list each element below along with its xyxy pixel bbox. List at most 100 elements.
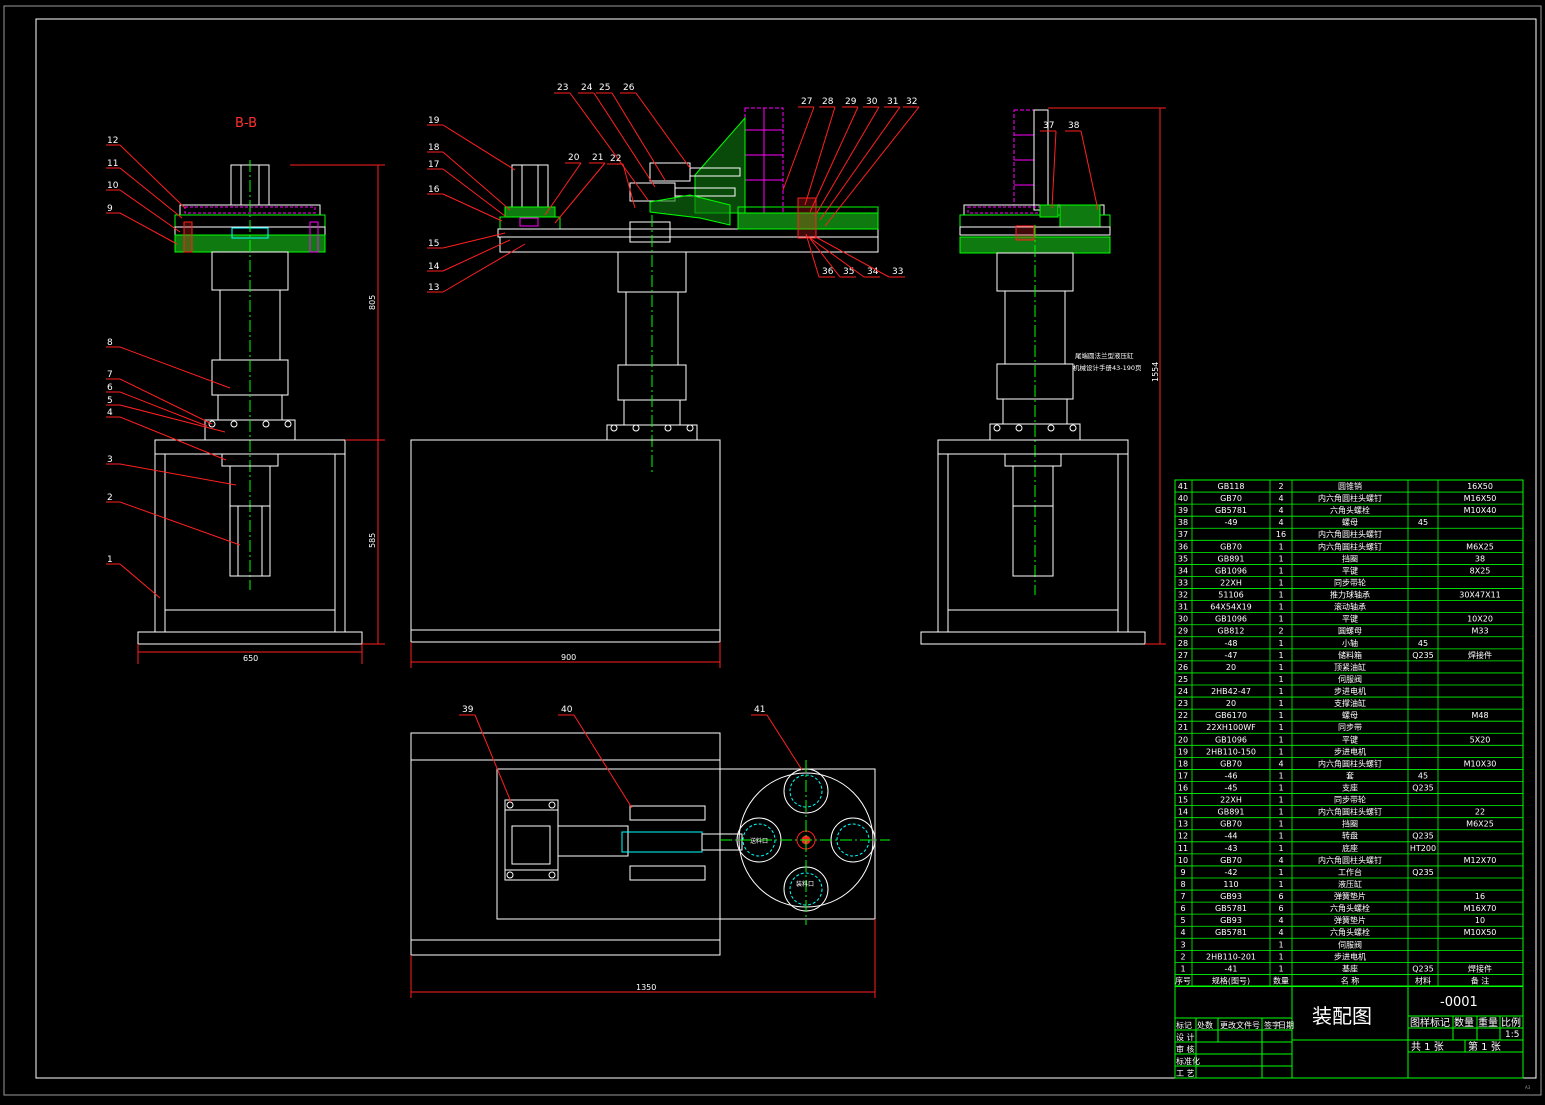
- bom-cell: 25: [1178, 675, 1188, 684]
- bom-cell: 1: [1278, 591, 1283, 600]
- bom-cell: 37: [1178, 530, 1188, 539]
- bom-cell: GB1096: [1215, 615, 1247, 624]
- sign-row-label: 审 核: [1176, 1044, 1195, 1054]
- bom-cell: 1: [1278, 554, 1283, 563]
- bom-cell: 2HB110-150: [1206, 747, 1256, 756]
- callout-8: 8: [107, 338, 113, 348]
- bom-cell: 1: [1278, 615, 1283, 624]
- bom-cell: M6X25: [1466, 820, 1494, 829]
- bom-cell: 1: [1278, 542, 1283, 551]
- bom-cell: 内六角圆柱头螺钉: [1318, 541, 1382, 551]
- bom-cell: 支撑油缸: [1334, 698, 1366, 708]
- callout-26: 26: [623, 83, 635, 93]
- bom-cell: 34: [1178, 566, 1188, 575]
- sign-row-label: 工 艺: [1176, 1069, 1195, 1078]
- callout-20: 20: [568, 153, 580, 163]
- callout-17: 17: [428, 160, 439, 170]
- bom-header-cell: 数量: [1273, 975, 1289, 985]
- bom-cell: 螺母: [1342, 517, 1358, 527]
- callout-18: 18: [428, 143, 440, 153]
- bom-cell: 1: [1278, 603, 1283, 612]
- callout-41: 41: [754, 705, 765, 715]
- bom-cell: GB70: [1220, 856, 1242, 865]
- title-block: [1174, 985, 1524, 1079]
- bom-cell: 19: [1178, 747, 1188, 756]
- bom-cell: 64X54X19: [1210, 603, 1252, 612]
- bom-cell: M10X30: [1464, 759, 1497, 768]
- bom-cell: 24: [1178, 687, 1188, 696]
- bom-cell: Q235: [1412, 784, 1434, 793]
- bom-cell: 1: [1278, 566, 1283, 575]
- bom-cell: GB6170: [1215, 711, 1247, 720]
- bom-cell: GB812: [1218, 627, 1245, 636]
- plan-label-load: 装料口: [796, 880, 814, 888]
- bom-cell: 小轴: [1342, 638, 1358, 648]
- callout-11: 11: [107, 159, 118, 169]
- bom-cell: 2HB42-47: [1211, 687, 1251, 696]
- bom-cell: 1: [1278, 675, 1283, 684]
- bom-cell: 2: [1180, 952, 1185, 961]
- bom-cell: 11: [1178, 844, 1188, 853]
- callout-30: 30: [866, 97, 878, 107]
- callout-25: 25: [599, 83, 610, 93]
- bom-cell: 20: [1178, 735, 1188, 744]
- bom-cell: 平键: [1342, 565, 1358, 575]
- bom-cell: 30X47X11: [1459, 591, 1501, 600]
- note-line-2: 机械设计手册43-190页: [1073, 363, 1142, 372]
- bom-cell: 45: [1418, 639, 1428, 648]
- bom-cell: 1: [1278, 711, 1283, 720]
- callout-28: 28: [822, 97, 834, 107]
- callout-3: 3: [107, 455, 113, 465]
- header-quantity: 数量: [1454, 1016, 1474, 1029]
- bom-cell: 12: [1178, 832, 1188, 841]
- bom-cell: 29: [1178, 627, 1188, 636]
- callout-27: 27: [801, 97, 812, 107]
- bom-cell: 推力球轴承: [1330, 590, 1370, 600]
- bom-cell: 45: [1418, 518, 1428, 527]
- bom-cell: M12X70: [1464, 856, 1497, 865]
- bom-cell: 4: [1278, 759, 1283, 768]
- bom-cell: GB5781: [1215, 904, 1247, 913]
- bom-cell: 焊接件: [1468, 963, 1492, 973]
- callout-16: 16: [428, 185, 440, 195]
- bom-cell: 38: [1475, 554, 1485, 563]
- bom-cell: 16X50: [1467, 482, 1493, 491]
- callout-22: 22: [610, 154, 621, 164]
- dim-left-upper: 805: [368, 295, 377, 310]
- bom-cell: GB70: [1220, 494, 1242, 503]
- bom-cell: 1: [1278, 844, 1283, 853]
- bom-cell: 8X25: [1470, 566, 1491, 575]
- bom-cell: 1: [1278, 784, 1283, 793]
- plan-label-feed: 送料口: [750, 837, 768, 845]
- bom-cell: 8: [1180, 880, 1185, 889]
- bom-cell: 15: [1178, 796, 1188, 805]
- bom-cell: 工作台: [1338, 867, 1362, 877]
- bom-cell: 1: [1278, 687, 1283, 696]
- bom-cell: GB5781: [1215, 506, 1247, 515]
- bom-cell: 1: [1278, 735, 1283, 744]
- bom-cell: 16: [1276, 530, 1286, 539]
- bom-cell: 35: [1178, 554, 1188, 563]
- bom-cell: 9: [1180, 868, 1185, 877]
- bom-cell: 步进电机: [1334, 686, 1366, 696]
- bom-cell: 4: [1278, 928, 1283, 937]
- bom-cell: 2: [1278, 482, 1283, 491]
- bom-cell: 1: [1278, 723, 1283, 732]
- bom-cell: 4: [1278, 506, 1283, 515]
- bom-cell: 10: [1178, 856, 1188, 865]
- front-view: [410, 107, 879, 668]
- bom-cell: 20: [1226, 699, 1236, 708]
- bom-cell: GB1096: [1215, 566, 1247, 575]
- bom-cell: M48: [1471, 711, 1488, 720]
- bom-cell: 六角头螺栓: [1330, 927, 1370, 937]
- bom-cell: 1: [1278, 771, 1283, 780]
- bom-cell: 4: [1278, 916, 1283, 925]
- bom-cell: 10X20: [1467, 615, 1493, 624]
- drawing-name: 装配图: [1312, 1004, 1372, 1028]
- callout-29: 29: [845, 97, 857, 107]
- bom-cell: 45: [1418, 771, 1428, 780]
- bom-cell: GB891: [1218, 808, 1245, 817]
- bom-cell: 4: [1180, 928, 1185, 937]
- bom-cell: GB93: [1220, 892, 1242, 901]
